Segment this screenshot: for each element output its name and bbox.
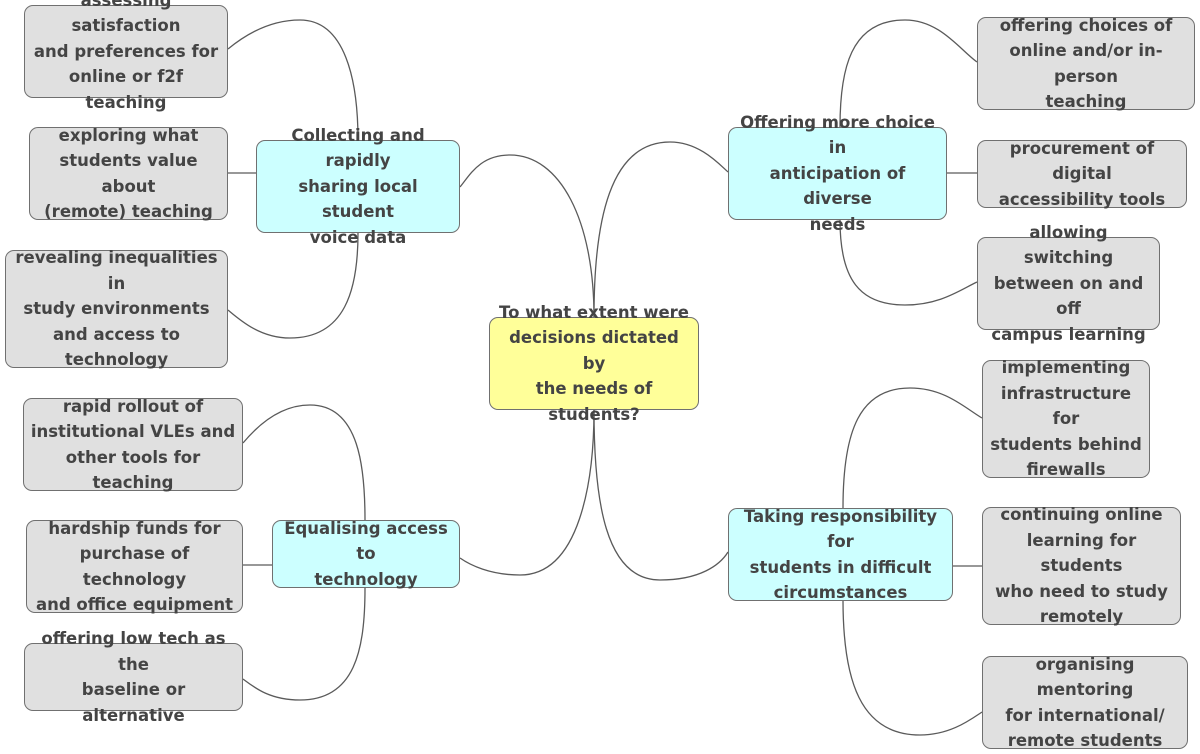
leaf-label: exploring what students value about (rem… [44,125,213,222]
leaf-label: assessing satisfaction and preferences f… [33,0,219,112]
leaf-node-organising-mentoring[interactable]: organising mentoring for international/ … [982,655,1188,750]
connector-root-choice [593,141,729,318]
leaf-node-assessing-satisfaction[interactable]: assessing satisfaction and preferences f… [24,0,228,112]
connector-resp-mentoring [842,599,983,736]
branch-label: Equalising access to technology [284,518,448,589]
leaf-node-choice-online-inperson[interactable]: offering choices of online and/or in-per… [977,16,1195,111]
leaf-label: implementing infrastructure for students… [990,358,1142,480]
leaf-node-infrastructure-firewalls[interactable]: implementing infrastructure for students… [982,358,1150,479]
leaf-label: offering choices of online and/or in-per… [999,15,1173,112]
leaf-label: offering low tech as the baseline or alt… [41,629,226,725]
branch-label: Taking responsibility for students in di… [743,506,938,603]
connector-equal-vles [242,404,366,521]
connector-root-voice-data [459,154,595,318]
central-question-node[interactable]: To what extent were decisions dictated b… [489,303,699,424]
leaf-node-low-tech[interactable]: offering low tech as the baseline or alt… [24,629,243,725]
connector-voice-satisfaction [227,19,359,141]
leaf-label: rapid rollout of institutional VLEs and … [30,396,236,493]
branch-label: Collecting and rapidly sharing local stu… [291,125,425,247]
connector-equal-lowtech [242,587,366,701]
leaf-node-continuing-online[interactable]: continuing online learning for students … [982,505,1181,626]
leaf-node-revealing-inequalities[interactable]: revealing inequalities in study environm… [5,248,228,369]
branch-node-voice-data[interactable]: Collecting and rapidly sharing local stu… [256,126,460,247]
connector-root-equalising [459,409,595,576]
leaf-label: allowing switching between on and off ca… [991,222,1146,344]
leaf-node-accessibility-tools[interactable]: procurement of digital accessibility too… [977,139,1187,209]
leaf-label: organising mentoring for international/ … [1005,654,1165,751]
connector-choice-options [839,19,978,128]
central-question-text: To what extent were decisions dictated b… [499,302,689,424]
leaf-label: revealing inequalities in study environm… [15,248,218,370]
leaf-label: procurement of digital accessibility too… [998,138,1166,209]
branch-node-offering-choice[interactable]: Offering more choice in anticipation of … [728,113,947,234]
leaf-node-rapid-rollout[interactable]: rapid rollout of institutional VLEs and … [23,397,243,492]
connector-resp-firewalls [842,387,983,509]
leaf-node-hardship-funds[interactable]: hardship funds for purchase of technolog… [26,519,243,614]
leaf-label: continuing online learning for students … [995,505,1168,627]
leaf-node-exploring-values[interactable]: exploring what students value about (rem… [29,126,228,221]
branch-label: Offering more choice in anticipation of … [740,112,935,234]
leaf-node-switching-campus[interactable]: allowing switching between on and off ca… [977,223,1160,344]
connector-root-responsibility [593,409,729,581]
leaf-label: hardship funds for purchase of technolog… [35,518,234,615]
connector-voice-inequalities [227,232,359,339]
branch-node-taking-responsibility[interactable]: Taking responsibility for students in di… [728,507,953,602]
connector-choice-switching [839,219,978,306]
branch-node-equalising-access[interactable]: Equalising access to technology [272,519,460,589]
